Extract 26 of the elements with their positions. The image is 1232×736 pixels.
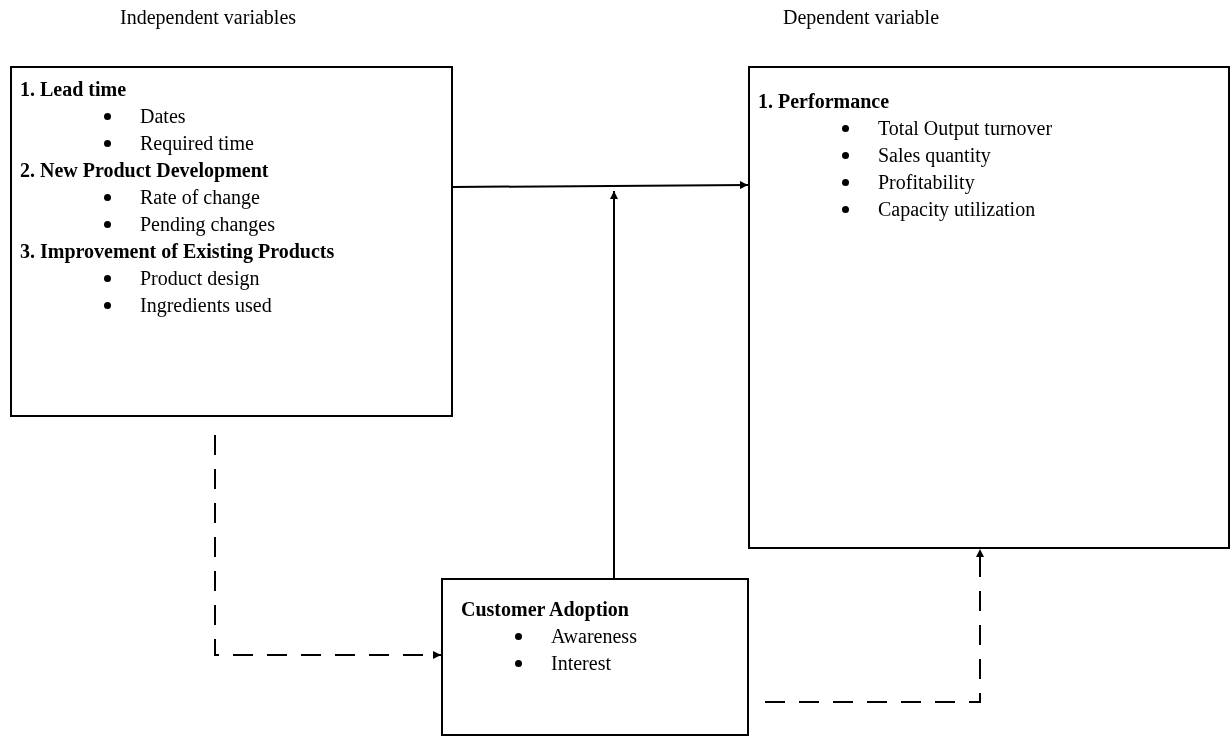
bullet-item: Ingredients used [20,292,443,319]
bullet-item: Required time [20,130,443,157]
bullet-item: Sales quantity [758,142,1220,169]
variable-box [748,66,1230,549]
arrow [610,190,618,579]
bullet-item: Total Output turnover [758,115,1220,142]
bullet-item: Rate of change [20,184,443,211]
bullet-item: Pending changes [20,211,443,238]
column-heading: Dependent variable [783,6,940,29]
dashed-arrow [214,434,442,659]
arrow [452,181,749,190]
variable-box [441,578,749,736]
variable-heading: Customer Adoption [461,597,630,623]
variable-heading: 2. New Product Development [20,158,270,184]
bullet-item: Dates [20,103,443,130]
bullet-item: Product design [20,265,443,292]
bullet-item: Awareness [461,623,739,650]
variable-heading: 3. Improvement of Existing Products [20,239,336,265]
variable-heading: 1. Performance [758,89,891,114]
bullet-item: Capacity utilization [758,196,1220,223]
variable-heading: 1. Lead time [20,77,128,102]
column-heading: Independent variables [120,6,297,29]
bullet-item: Interest [461,650,739,677]
bullet-item: Profitability [758,169,1220,196]
variable-box [10,66,453,417]
dashed-arrow [764,548,984,703]
